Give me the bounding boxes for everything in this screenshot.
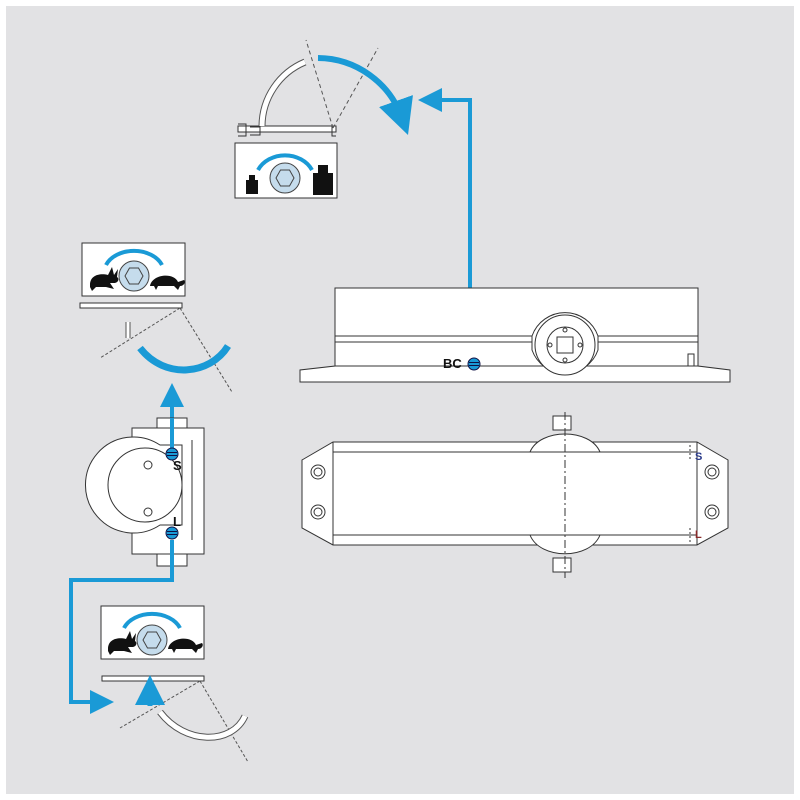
door-partial-position-line [332, 47, 379, 129]
hex-nut-icon [136, 624, 168, 656]
door-open-position-line [305, 39, 334, 129]
side-strength-label: S [173, 458, 182, 473]
backcheck-pointer-arrow [418, 88, 472, 360]
weight-light-icon [246, 175, 258, 194]
closing-speed-sketch [79, 242, 233, 393]
latch-valve-pointer-arrow [69, 540, 174, 714]
latch-speed-sketch [100, 605, 249, 763]
closer-end-view: S L [84, 383, 205, 567]
side-latch-label: L [173, 514, 181, 529]
hex-nut-icon [269, 162, 301, 194]
strength-adjustment-sketch [234, 39, 413, 199]
rotate-arrow-icon [256, 153, 314, 172]
closing-arrow-icon [317, 55, 413, 135]
opening-arrow-icon [259, 59, 307, 127]
closing-speed-arrow-icon [137, 343, 231, 374]
background-panel [6, 6, 794, 794]
closer-top-view: S L [301, 412, 729, 578]
weight-heavy-icon [313, 165, 333, 195]
door-leaf [79, 302, 183, 309]
door-leaf [237, 125, 337, 133]
top-strength-label: S [695, 451, 702, 463]
closer-side-view: BC [299, 287, 731, 383]
top-latch-label: L [695, 529, 702, 541]
rotate-arrow-icon [104, 248, 164, 267]
hex-nut-icon [118, 260, 150, 292]
door-leaf [101, 675, 205, 682]
backcheck-label: BC [443, 356, 462, 371]
backcheck-valve[interactable] [467, 357, 481, 371]
rotate-arrow-icon [122, 611, 182, 630]
pinion-square [556, 336, 574, 354]
